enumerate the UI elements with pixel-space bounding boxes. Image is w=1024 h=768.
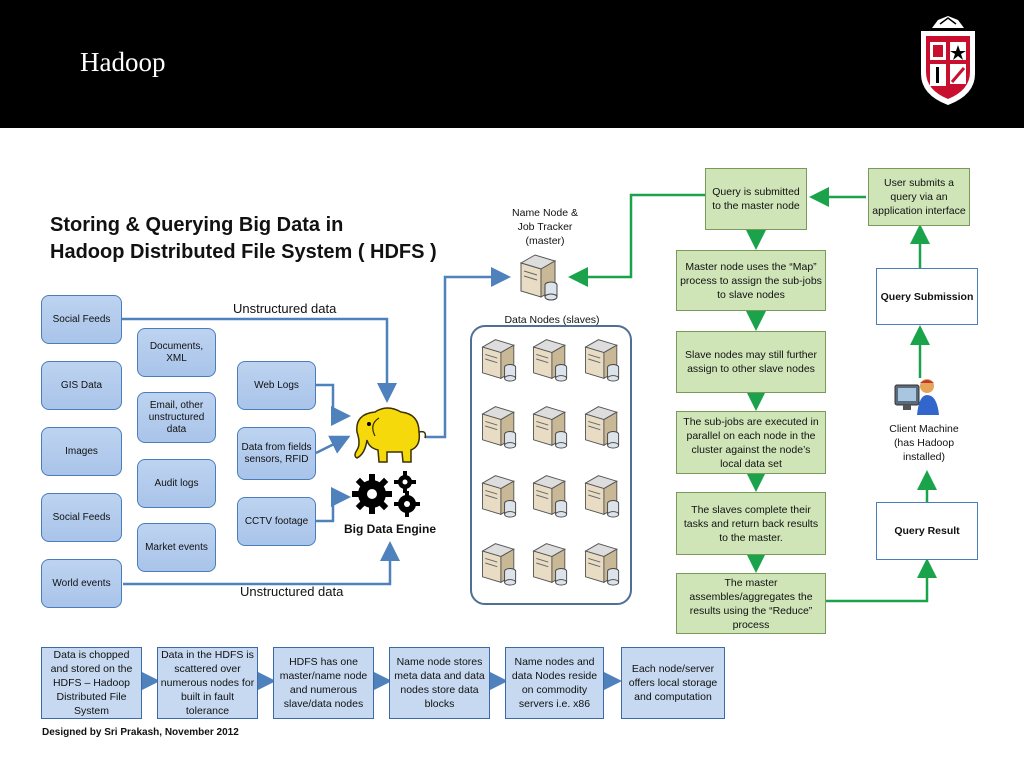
flow-step-6: Each node/server offers local storage an…: [621, 647, 725, 719]
process-step-3: Slave nodes may still further assign to …: [676, 331, 826, 393]
gears-icon: [352, 471, 420, 517]
flow-step-1: Data is chopped and stored on the HDFS –…: [41, 647, 142, 719]
query-result-box: Query Result: [876, 502, 978, 560]
process-step-1: Query is submitted to the master node: [705, 168, 807, 230]
user-submits-box: User submits a query via an application …: [868, 168, 970, 226]
source-social-feeds-1: Social Feeds: [41, 295, 122, 344]
flow-step-2: Data in the HDFS is scattered over numer…: [157, 647, 258, 719]
query-submission-box: Query Submission: [876, 268, 978, 325]
server-icon: [528, 540, 574, 591]
process-step-5: The slaves complete their tasks and retu…: [676, 492, 826, 555]
big-data-engine-label: Big Data Engine: [344, 522, 437, 536]
source-sensors-rfid: Data from fields sensors, RFID: [237, 427, 316, 480]
server-icon: [477, 336, 523, 387]
university-crest-icon: [921, 16, 975, 106]
source-market-events: Market events: [137, 523, 216, 572]
server-icon: [519, 254, 558, 301]
diagram-heading: Storing & Querying Big Data in Hadoop Di…: [50, 212, 437, 266]
source-web-logs: Web Logs: [237, 361, 316, 410]
flow-step-5: Name nodes and data Nodes reside on comm…: [505, 647, 604, 719]
client-machine-label: Client Machine (has Hadoop installed): [889, 423, 959, 463]
elephant-icon: [354, 407, 427, 463]
credit-text: Designed by Sri Prakash, November 2012: [42, 727, 239, 738]
server-icon: [580, 403, 626, 454]
header-bar: [0, 0, 1024, 128]
server-icon: [580, 336, 626, 387]
server-icon: [580, 472, 626, 523]
flow-step-4: Name node stores meta data and data node…: [389, 647, 490, 719]
server-icon: [477, 472, 523, 523]
heading-line-2: Hadoop Distributed File System ( HDFS ): [50, 241, 437, 263]
server-icon: [580, 540, 626, 591]
data-nodes-label: Data Nodes (slaves): [504, 314, 600, 326]
source-gis-data: GIS Data: [41, 361, 122, 410]
source-images: Images: [41, 427, 122, 476]
server-icon: [528, 336, 574, 387]
unstructured-data-label-bottom: Unstructured data: [240, 584, 344, 599]
process-step-6: The master assembles/aggregates the resu…: [676, 573, 826, 634]
flow-step-3: HDFS has one master/name node and numero…: [273, 647, 374, 719]
slide-title: Hadoop: [80, 47, 166, 77]
server-icon: [528, 472, 574, 523]
server-icon: [477, 540, 523, 591]
server-icon: [528, 403, 574, 454]
user-computer-icon: [894, 379, 939, 415]
name-node-label: Name Node & Job Tracker (master): [512, 207, 578, 247]
source-world-events: World events: [41, 559, 122, 608]
unstructured-data-label-top: Unstructured data: [233, 301, 337, 316]
source-social-feeds-2: Social Feeds: [41, 493, 122, 542]
process-step-2: Master node uses the “Map” process to as…: [676, 250, 826, 311]
process-step-4: The sub-jobs are executed in parallel on…: [676, 411, 826, 474]
server-icon: [477, 403, 523, 454]
source-email: Email, other unstructured data: [137, 392, 216, 443]
source-cctv: CCTV footage: [237, 497, 316, 546]
heading-line-1: Storing & Querying Big Data in: [50, 214, 344, 236]
source-documents-xml: Documents, XML: [137, 328, 216, 377]
source-audit-logs: Audit logs: [137, 459, 216, 508]
